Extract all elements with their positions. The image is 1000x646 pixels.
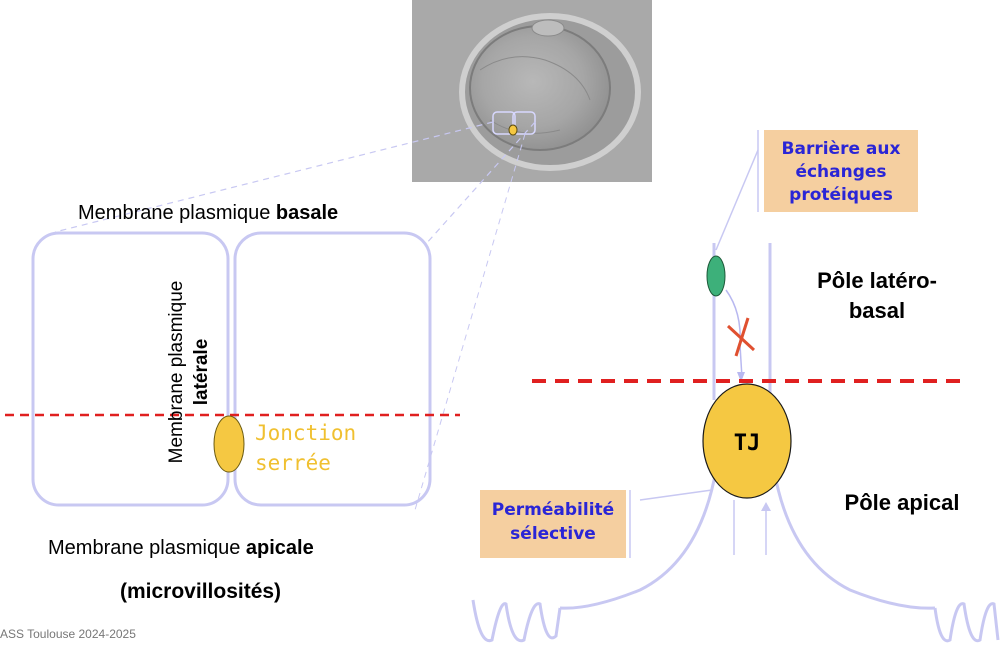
barrier-box-line1: Barrière aux [782, 139, 901, 159]
basal-membrane-label: Membrane plasmique basale [78, 202, 338, 224]
barrier-pointer-line [715, 149, 759, 251]
apical-membrane-label: Membrane plasmique apicale [48, 537, 314, 559]
paracellular-arrowhead [761, 502, 771, 511]
pole-laterobasal-line2: basal [849, 298, 905, 323]
permeability-box [480, 490, 626, 558]
blocked-path-arrowhead [737, 372, 745, 382]
apical-membrane-curve-left [559, 469, 718, 610]
apical-membrane-curve-right [772, 469, 936, 610]
junction-label-line1: Jonction [255, 421, 356, 445]
microvilli-right [933, 602, 1000, 643]
barrier-box-line3: protéiques [789, 185, 893, 205]
pole-laterobasal-line1: Pôle latéro- [817, 268, 937, 293]
projection-line-right [424, 121, 536, 246]
permeability-box-line1: Perméabilité [492, 500, 614, 520]
embryo-photo [412, 0, 652, 182]
tj-label: TJ [734, 431, 761, 456]
barrier-box [764, 130, 918, 212]
tight-junction-ellipse [213, 415, 245, 473]
tj-ellipse [702, 383, 792, 499]
footer-credit: ASS Toulouse 2024-2025 [0, 627, 136, 641]
permeability-pointer-line [639, 489, 713, 501]
block-x-line2 [734, 317, 750, 357]
microvilli-left [471, 599, 562, 643]
cell-left [31, 231, 230, 507]
lateral-membrane-label-line1: Membrane plasmique [166, 281, 187, 464]
barrier-box-line2: échanges [795, 162, 886, 182]
pole-apical-label: Pôle apical [845, 490, 960, 515]
blocked-path-curve [725, 289, 743, 379]
lateral-membrane-label-line2: latérale [191, 339, 212, 406]
junction-label-line2: serrée [255, 451, 331, 475]
microvilli-label: (microvillosités) [120, 580, 281, 603]
projection-line-left [54, 121, 494, 233]
protein-ellipse [706, 255, 726, 297]
cell-right [233, 231, 432, 507]
permeability-box-line2: sélective [510, 524, 596, 544]
